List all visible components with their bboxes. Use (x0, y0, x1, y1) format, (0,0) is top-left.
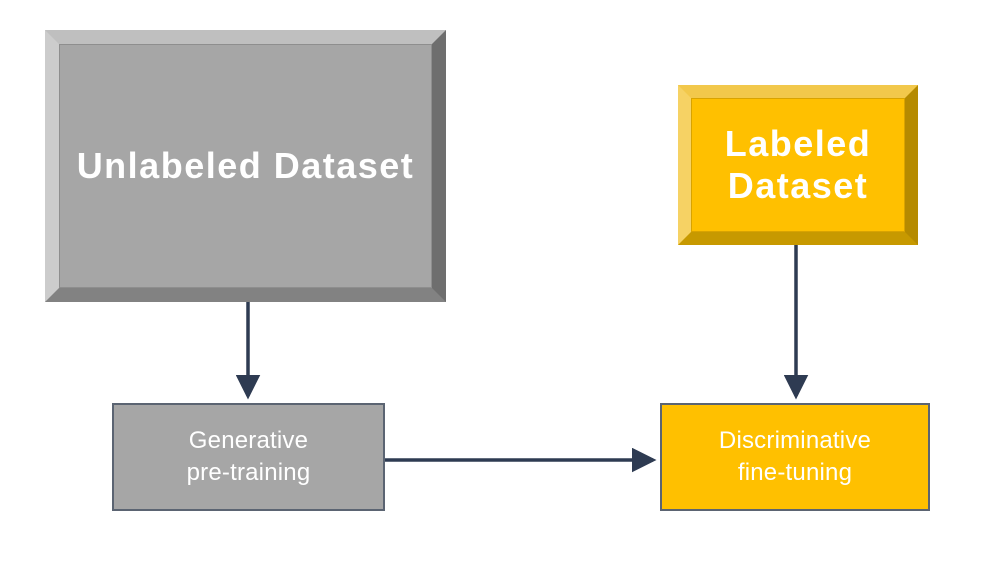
unlabeled-dataset-label: Unlabeled Dataset (76, 144, 415, 186)
node-unlabeled-dataset[interactable]: Unlabeled Dataset (45, 30, 446, 302)
node-generative-pretraining[interactable]: Generative pre-training (112, 403, 385, 511)
discriminative-finetuning-label: Discriminative fine-tuning (718, 427, 872, 486)
node-labeled-dataset[interactable]: Labeled Dataset (678, 85, 918, 245)
node-discriminative-finetuning[interactable]: Discriminative fine-tuning (660, 403, 930, 511)
generative-pretraining-label: Generative pre-training (186, 427, 311, 486)
labeled-dataset-label: Labeled Dataset (724, 122, 872, 206)
labeled-dataset-face: Labeled Dataset (691, 98, 905, 232)
unlabeled-dataset-face: Unlabeled Dataset (59, 44, 432, 288)
